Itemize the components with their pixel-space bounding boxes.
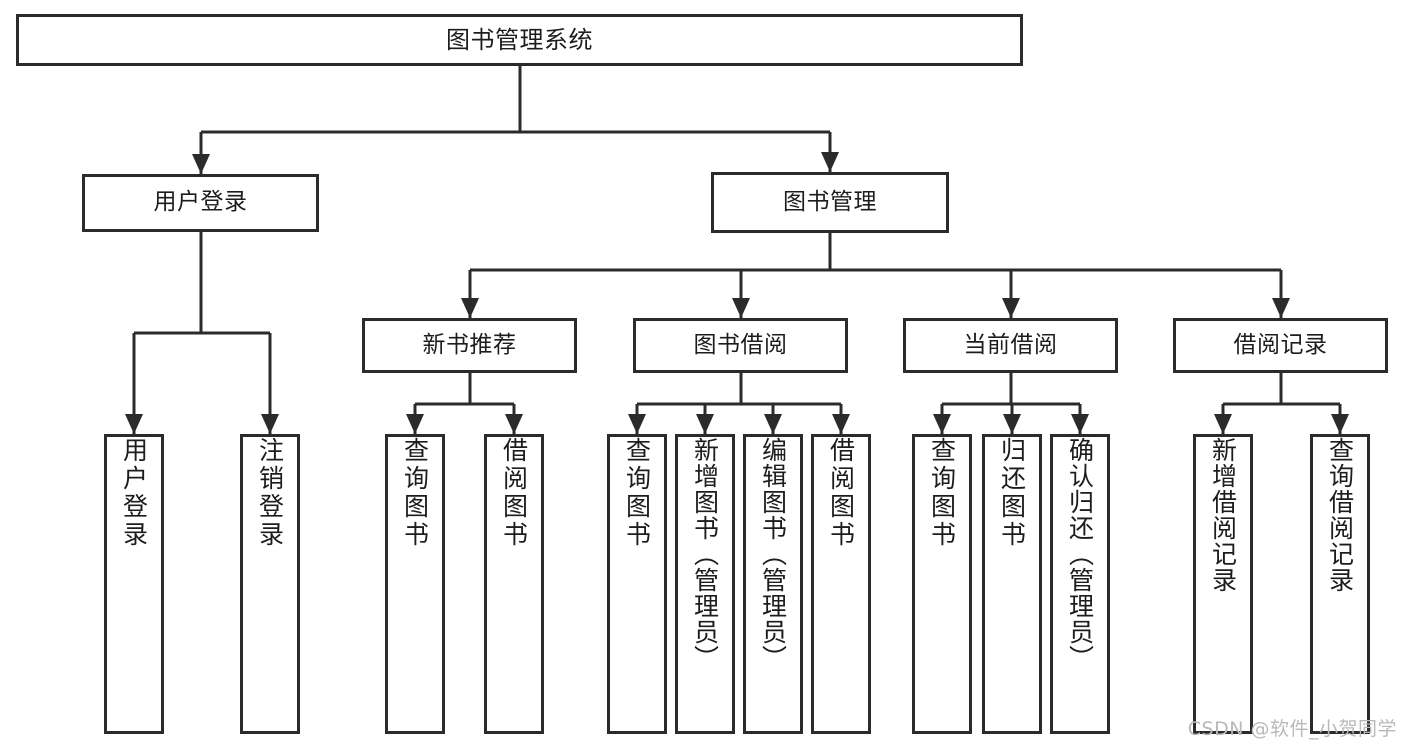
node-l_queryrec[interactable]: 查询借阅记录 [1310,434,1370,734]
edge-arrowhead-borrow [732,298,750,318]
node-label: 用户登录 [119,437,149,549]
edge-arrowhead-l_return [1003,414,1021,434]
node-label: 借阅图书 [499,437,529,549]
edge-arrowhead-record [1272,298,1290,318]
node-root[interactable]: 图书管理系统 [16,14,1023,66]
node-current[interactable]: 当前借阅 [903,318,1118,373]
node-l_addbook[interactable]: 新增图书（管理员） [675,434,735,734]
node-login[interactable]: 用户登录 [82,174,319,232]
edge-arrowhead-login [192,154,210,174]
node-label: 当前借阅 [963,331,1058,358]
edge-arrowhead-current [1002,298,1020,318]
edge-arrowhead-l_userlogin [125,414,143,434]
node-label: 用户登录 [153,189,248,216]
edge-arrowhead-newbook [461,298,479,318]
node-l_borrow1[interactable]: 借阅图书 [484,434,544,734]
edge-arrowhead-l_addbook [696,414,714,434]
edge-arrowhead-l_query2 [628,414,646,434]
watermark: CSDN @软件_小贺同学 [1187,718,1397,740]
node-l_userlogin[interactable]: 用户登录 [104,434,164,734]
edge-arrowhead-l_query1 [406,414,424,434]
node-label: 编辑图书（管理员） [758,437,788,671]
node-label: 注销登录 [255,437,285,549]
node-label: 借阅记录 [1233,331,1328,358]
edge-arrowhead-l_borrow1 [505,414,523,434]
edge-arrowhead-l_confirm [1071,414,1089,434]
node-label: 查询图书 [927,437,957,549]
node-label: 新增借阅记录 [1208,437,1238,593]
node-label: 图书管理系统 [446,25,593,54]
edge-arrowhead-l_query3 [933,414,951,434]
node-l_editbook[interactable]: 编辑图书（管理员） [743,434,803,734]
node-bookmgmt[interactable]: 图书管理 [711,172,949,233]
node-label: 查询图书 [400,437,430,549]
edge-arrowhead-l_logout [261,414,279,434]
node-label: 新书推荐 [422,331,517,358]
edge-arrowhead-l_addrec [1214,414,1232,434]
node-label: 新增图书（管理员） [690,437,720,671]
node-l_return[interactable]: 归还图书 [982,434,1042,734]
node-borrow[interactable]: 图书借阅 [633,318,848,373]
node-l_logout[interactable]: 注销登录 [240,434,300,734]
node-newbook[interactable]: 新书推荐 [362,318,577,373]
node-l_confirm[interactable]: 确认归还（管理员） [1050,434,1110,734]
node-label: 确认归还（管理员） [1065,437,1095,671]
node-label: 查询借阅记录 [1325,437,1355,593]
edge-arrowhead-l_borrow2 [832,414,850,434]
node-l_query2[interactable]: 查询图书 [607,434,667,734]
node-label: 借阅图书 [826,437,856,549]
node-label: 图书借阅 [693,331,788,358]
node-l_borrow2[interactable]: 借阅图书 [811,434,871,734]
node-label: 查询图书 [622,437,652,549]
node-l_query1[interactable]: 查询图书 [385,434,445,734]
edge-arrowhead-l_editbook [764,414,782,434]
node-label: 归还图书 [997,437,1027,549]
node-l_query3[interactable]: 查询图书 [912,434,972,734]
node-label: 图书管理 [783,188,877,215]
node-l_addrec[interactable]: 新增借阅记录 [1193,434,1253,734]
edge-arrowhead-l_queryrec [1331,414,1349,434]
edge-arrowhead-bookmgmt [821,152,839,172]
node-record[interactable]: 借阅记录 [1173,318,1388,373]
